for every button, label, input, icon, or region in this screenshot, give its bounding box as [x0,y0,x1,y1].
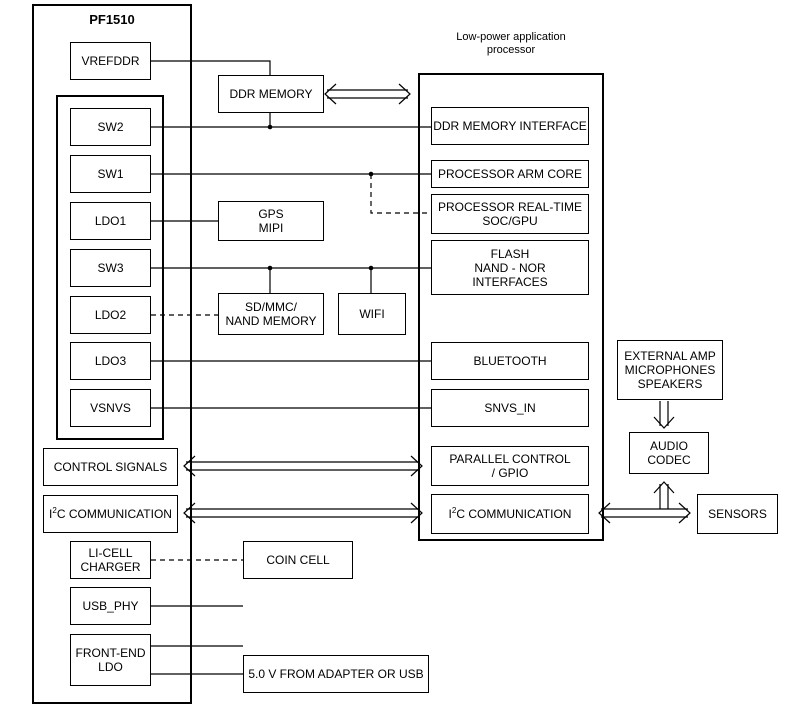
sw3-block: SW3 [70,249,151,287]
ldo2-label: LDO2 [94,308,127,322]
sensors-block: SENSORS [697,494,778,534]
usb-phy-block: USB_PHY [70,587,151,625]
wifi-block: WIFI [338,293,406,335]
sw2-block: SW2 [70,108,151,146]
ldo3-label: LDO3 [94,354,127,368]
junction-dot [368,171,374,177]
pmic-i2c-block: I2C COMMUNICATION [43,495,178,533]
sensors-label: SENSORS [708,507,767,521]
usb-phy-label: USB_PHY [82,599,139,613]
processor-i2c-label: I2C COMMUNICATION [448,506,572,522]
parallel-control-label: PARALLEL CONTROL/ GPIO [449,452,571,480]
adapter-block: 5.0 V FROM ADAPTER OR USB [243,655,429,693]
ldo1-block: LDO1 [70,202,151,240]
wire-sw1-realtime-dashed [370,174,431,214]
snvs-in-label: SNVS_IN [484,401,536,415]
sw1-label: SW1 [97,167,124,181]
ddr-interface-block: DDR MEMORY INTERFACE [431,107,589,145]
junction-dot [267,265,273,271]
control-signals-block: CONTROL SIGNALS [43,448,178,486]
bus-i2c-codec [659,484,669,509]
vrefddr-block: VREFDDR [70,42,151,80]
junction-dot [368,265,374,271]
snvs-in-block: SNVS_IN [431,389,589,427]
bus-ddr-memory [327,89,408,99]
processor-frame [418,73,604,541]
ddr-memory-block: DDR MEMORY [218,75,324,113]
arm-core-block: PROCESSOR ARM CORE [431,160,589,188]
sw2-label: SW2 [97,120,124,134]
bus-i2c-sensors [601,508,688,518]
adapter-label: 5.0 V FROM ADAPTER OR USB [248,667,424,681]
sw1-block: SW1 [70,155,151,193]
arm-core-label: PROCESSOR ARM CORE [437,167,583,181]
bluetooth-block: BLUETOOTH [431,342,589,380]
sd-nand-block: SD/MMC/NAND MEMORY [218,293,324,335]
bus-ext-codec [659,401,669,426]
ldo2-block: LDO2 [70,296,151,334]
regulator-group-frame [56,95,164,440]
control-signals-label: CONTROL SIGNALS [53,460,168,474]
processor-i2c-block: I2C COMMUNICATION [431,494,589,534]
pmic-title: PF1510 [89,12,135,27]
parallel-control-block: PARALLEL CONTROL/ GPIO [431,446,589,486]
coin-cell-block: COIN CELL [243,541,353,579]
ddr-interface-label: DDR MEMORY INTERFACE [433,119,587,133]
vsnvs-label: VSNVS [90,401,131,415]
ldo3-block: LDO3 [70,342,151,380]
sw3-label: SW3 [97,261,124,275]
processor-title: Low-power application processor [456,31,566,56]
vrefddr-label: VREFDDR [81,54,140,68]
coin-cell-label: COIN CELL [266,553,330,567]
bluetooth-label: BLUETOOTH [473,354,547,368]
vsnvs-block: VSNVS [70,389,151,427]
pmic-frame [32,4,192,704]
bus-i2c [186,508,420,518]
ddr-memory-label: DDR MEMORY [229,87,313,101]
ldo1-label: LDO1 [94,214,127,228]
pmic-i2c-label: I2C COMMUNICATION [49,506,172,522]
sd-nand-label: SD/MMC/NAND MEMORY [225,300,317,328]
bus-control-signals [186,461,420,471]
junction-dot [267,124,273,130]
wifi-label: WIFI [359,307,385,321]
